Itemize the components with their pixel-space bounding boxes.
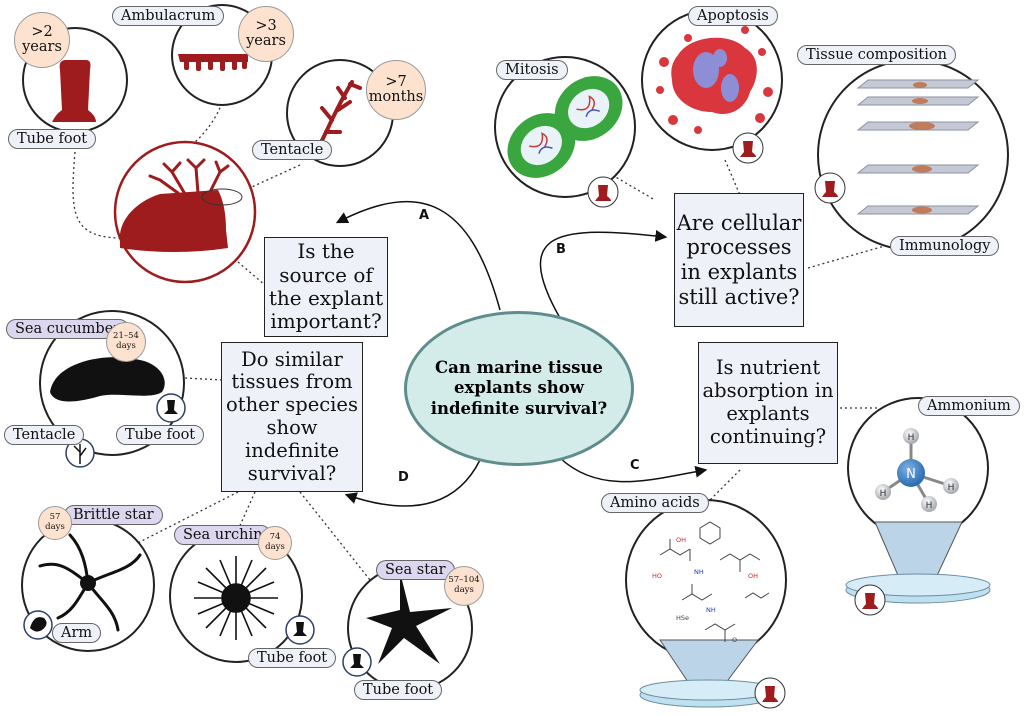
sea-urchin-tube-foot-label: Tube foot [248, 648, 337, 668]
ambulacrum-age-badge: >3 years [238, 6, 294, 62]
sea-cucumber-silhouette [50, 357, 165, 402]
cucumber-tentacles-tissue [148, 158, 230, 196]
question-box-d: Do similar tissues from other species sh… [221, 342, 363, 492]
question-box-b: Are cellular processes in explants still… [674, 193, 804, 327]
svg-text:OH: OH [748, 572, 758, 580]
arrow-c [559, 457, 708, 483]
tentacle-age-badge: >7 months [366, 60, 426, 120]
tube-foot-age-badge: >2 years [14, 12, 70, 68]
histology-slides [856, 79, 980, 215]
branch-letter-a: A [419, 208, 430, 223]
connector-brittle [119, 491, 239, 553]
cucumber-body-tissue [119, 190, 228, 252]
sea-cucumber-tube-foot-label: Tube foot [116, 425, 205, 445]
amino-acids-label: Amino acids [601, 493, 709, 513]
mitosis-label: Mitosis [496, 60, 568, 80]
sea-star-label: Sea star [376, 560, 455, 580]
central-question: Can marine tissue explants show indefini… [404, 311, 634, 466]
svg-text:OH: OH [676, 536, 686, 544]
brittle-star-arm-label: Arm [52, 623, 102, 643]
branch-letter-b: B [556, 242, 566, 257]
sea-star-days-badge: 57–104 days [444, 566, 484, 606]
tube-foot-label: Tube foot [8, 129, 97, 149]
sea-urchin-silhouette [194, 556, 278, 640]
sea-cucumber-days-badge: 21–54 days [106, 322, 146, 362]
immunology-label: Immunology [890, 236, 1000, 256]
connector-urchin [237, 491, 256, 531]
sea-star-silhouette [366, 572, 452, 664]
apoptosis-label: Apoptosis [688, 6, 778, 26]
question-box-c: Is nutrient absorption in explants conti… [698, 342, 838, 464]
question-box-a: Is the source of the explant important? [264, 237, 388, 337]
brittle-star-days-badge: 57 days [38, 506, 72, 540]
ambulacrum-label: Ambulacrum [112, 6, 225, 26]
svg-text:HSe: HSe [676, 614, 689, 622]
species-overlay-icons [23, 393, 372, 677]
svg-text:NH: NH [706, 606, 716, 614]
tube-foot-tissue [52, 60, 96, 122]
amino-acid-structures [659, 521, 770, 642]
arrow-a [335, 200, 501, 311]
sea-urchin-days-badge: 74 days [258, 526, 292, 560]
svg-text:O: O [732, 636, 737, 644]
brittle-star-label: Brittle star [64, 505, 163, 525]
mitosis-cell [507, 76, 623, 178]
ammonium-label: Ammonium [918, 396, 1020, 416]
connector-tubefoot [72, 151, 131, 239]
connector-source-box [237, 261, 266, 286]
branch-letter-d: D [398, 470, 409, 485]
connector-immunology [807, 244, 889, 269]
ambulacrum-tissue [178, 54, 248, 62]
tube-foot-overlay-icons [587, 132, 886, 709]
sea-cucumber-tentacle-label: Tentacle [4, 425, 85, 445]
connector-apoptosis [724, 159, 741, 196]
ammonium-magnifier-cone [874, 521, 963, 581]
branch-letter-c: C [630, 458, 640, 473]
sea-urchin-label: Sea urchin [174, 525, 272, 545]
connector-seastar [299, 491, 371, 581]
ammonium-circle [847, 397, 989, 539]
svg-text:HO: HO [652, 572, 662, 580]
sea-star-tube-foot-label: Tube foot [354, 680, 443, 700]
arrow-b [539, 229, 668, 319]
tissue-composition-label: Tissue composition [797, 45, 956, 65]
arrow-d [344, 459, 481, 507]
svg-text:NH: NH [694, 568, 704, 576]
connector-cucumber [184, 377, 223, 381]
tentacle-label: Tentacle [252, 140, 333, 160]
